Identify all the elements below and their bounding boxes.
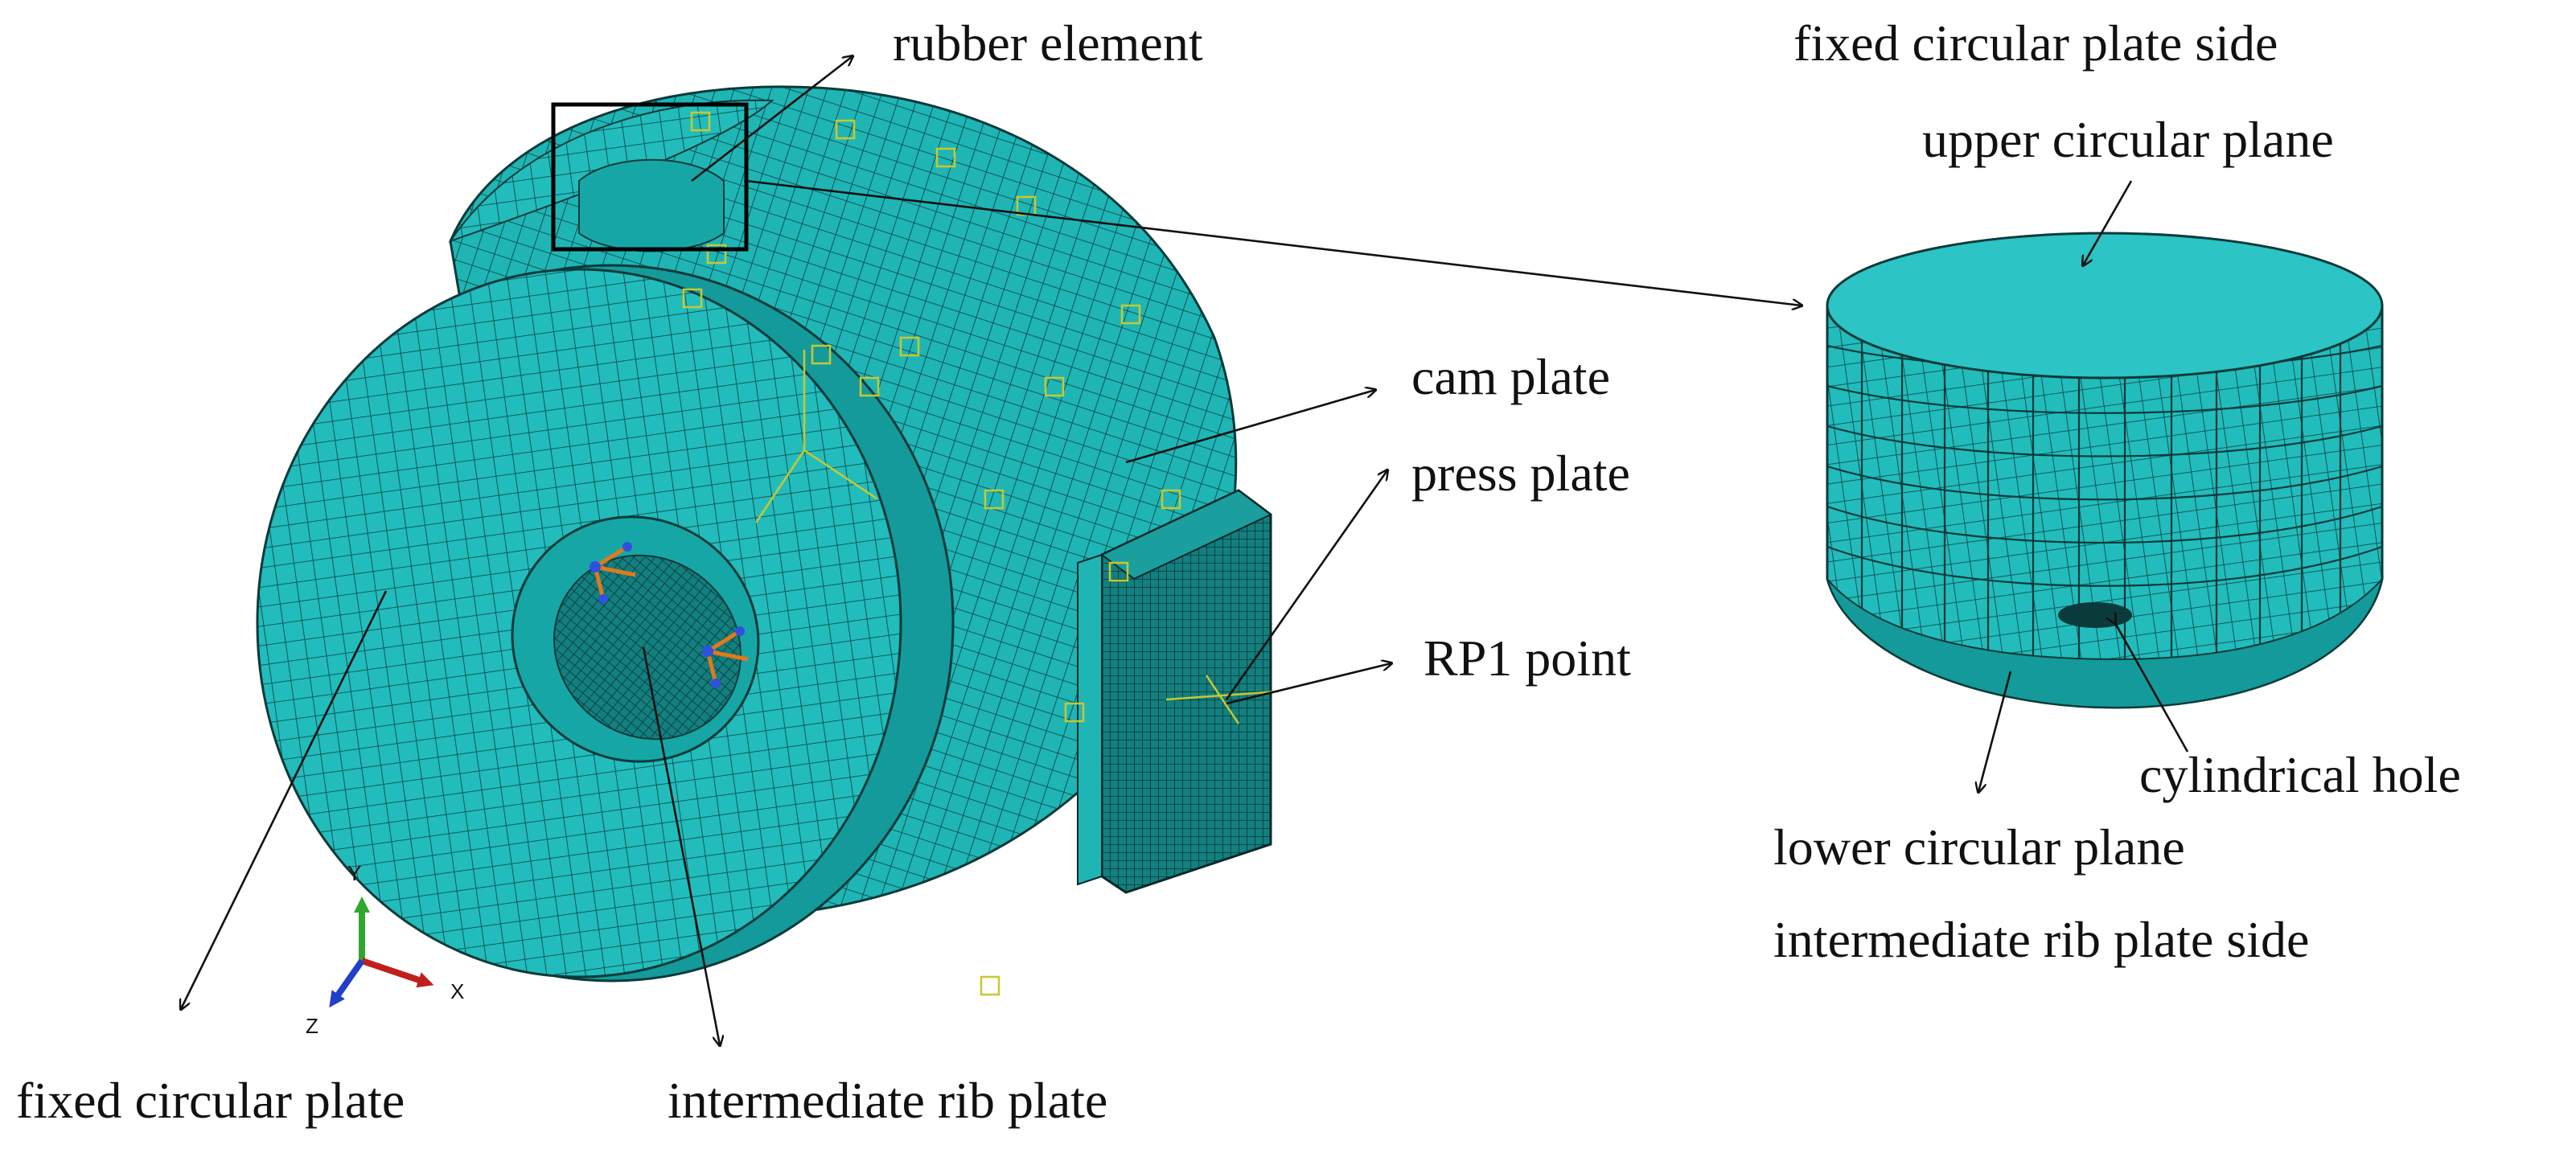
label-lower-circular-plane: lower circular plane — [1773, 818, 2185, 876]
axis-triad: Y X Z — [306, 861, 464, 1038]
label-intermediate-rib-plate-side: intermediate rib plate side — [1773, 911, 2309, 968]
upper-circular-plane-face — [1826, 232, 2384, 379]
label-rubber-element: rubber element — [893, 14, 1203, 72]
press-plate-leader — [1225, 470, 1387, 700]
boundary-condition-symbols — [590, 542, 749, 688]
label-intermediate-rib-plate: intermediate rib plate — [668, 1072, 1107, 1129]
label-cylindrical-hole: cylindrical hole — [2139, 746, 2461, 803]
cam-plate-leader — [1125, 390, 1375, 464]
axis-x-line — [360, 958, 434, 988]
detail-zoom-leader — [746, 179, 1802, 306]
press-plate — [1077, 489, 1272, 894]
cylindrical-hole-leader — [2115, 623, 2189, 753]
rp1-point-leader — [1226, 663, 1391, 705]
fe-assembly-model — [256, 85, 1280, 996]
axis-z-line — [329, 958, 365, 1008]
reference-lines — [754, 350, 1280, 724]
cylindrical-hole — [2058, 602, 2132, 628]
rubber-element-detail — [1826, 232, 2384, 709]
label-press-plate: press plate — [1411, 445, 1630, 502]
cylinder-side-grid — [1826, 306, 2383, 707]
label-rp1-point: RP1 point — [1424, 630, 1631, 687]
intermediate-rib-plate-leader — [642, 646, 720, 1045]
callout-lines — [181, 56, 2189, 1045]
label-cam-plate: cam plate — [1411, 348, 1610, 405]
upper-circular-plane-leader — [2083, 180, 2133, 265]
label-upper-circular-plane: upper circular plane — [1922, 111, 2334, 168]
label-fixed-circular-plate: fixed circular plate — [16, 1072, 405, 1129]
rubber-element-leader — [691, 56, 853, 183]
lower-circular-plane-face — [1826, 576, 2384, 709]
fixed-circular-plate-leader — [181, 590, 388, 1009]
lower-circular-plane-leader — [1978, 671, 2012, 792]
axis-x-label: X — [450, 979, 464, 1003]
rubber-element-callout-box — [551, 102, 749, 252]
label-fixed-circular-plate-side: fixed circular plate side — [1793, 14, 2278, 72]
axis-z-label: Z — [306, 1014, 318, 1038]
axis-y-label: Y — [347, 861, 361, 885]
